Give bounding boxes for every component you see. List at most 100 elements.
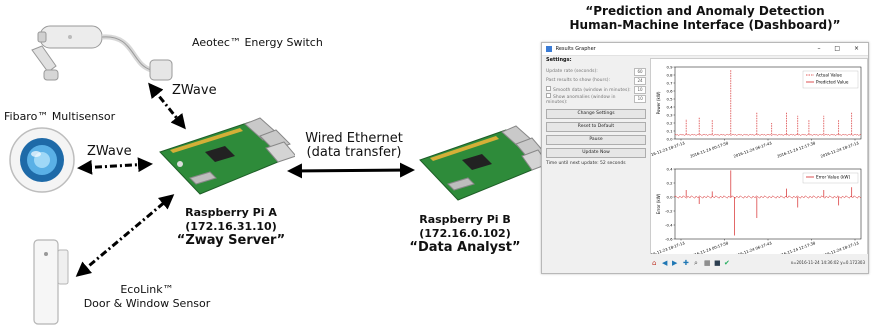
reset-default-button[interactable]: Reset to Default (546, 122, 646, 132)
data-transfer-label: (data transfer) (306, 145, 402, 160)
pi-b-ip: (172.16.0.102) (419, 227, 511, 240)
setting-label: Past results to show (hours): (546, 78, 611, 83)
settings-heading: Settings: (546, 57, 572, 63)
x-tick-label: 2016-11-23 18:17:13 (651, 240, 686, 255)
pi-b-name: Raspberry Pi B (419, 213, 511, 226)
dashboard-window: Results Grapher – □ × Settings: Update r… (541, 42, 869, 274)
y-tick-label: 0.3 (666, 112, 673, 117)
setting-row: Show anomalies (window in minutes): 10 (546, 92, 646, 105)
next-update-text: Time until next update: 52 seconds (546, 161, 626, 166)
y-tick-label: 0.2 (666, 180, 673, 185)
checkbox[interactable] (546, 92, 551, 98)
zwave-left-arrow (77, 157, 153, 175)
x-tick-label: 2016-11-24 18:17:13 (820, 140, 860, 159)
pi-b-role: “Data Analyst” (409, 240, 521, 255)
window-titlebar: Results Grapher – □ × (542, 43, 868, 56)
ethernet-arrow (287, 162, 415, 179)
back-icon[interactable]: ◀ (662, 259, 668, 267)
forward-icon[interactable]: ▶ (672, 259, 678, 267)
pi-a-name: Raspberry Pi A (185, 206, 277, 219)
energy-switch-label: Aeotec™ Energy Switch (192, 36, 323, 49)
legend-box (802, 172, 859, 184)
legend-box (802, 70, 859, 89)
zwave-top-arrow (148, 82, 186, 130)
pi-a-ip: (172.16.31.10) (185, 220, 277, 233)
y-tick-label: -0.6 (665, 236, 673, 241)
y-tick-label: -0.2 (665, 208, 673, 213)
energy-switch-image (31, 25, 173, 81)
door-sensor-label-1: EcoLink™ (120, 283, 174, 296)
y-tick-label: -0.4 (665, 222, 673, 227)
zwave-top-label: ZWave (172, 83, 217, 98)
app-icon (546, 45, 552, 52)
window-title: Results Grapher (555, 46, 596, 52)
y-axis-label: Power (kW) (656, 91, 661, 114)
x-tick-label: 2016-11-24 06:17:43 (733, 140, 773, 159)
change-settings-button[interactable]: Change Settings (546, 109, 646, 119)
legend-entry: Error Value (kW) (816, 175, 851, 180)
setting-value[interactable]: 10 (634, 94, 646, 103)
x-tick-label: 2016-11-24 00:17:58 (689, 240, 729, 255)
plot-toolbar: ⌂ ◀ ▶ ✚ ⌕ ▦ ■ ✔ x=2016-11-24 14:36:02 y=… (646, 254, 868, 272)
setting-row: Update rate (seconds): 60 (546, 67, 646, 76)
y-tick-label: 0.2 (666, 120, 673, 125)
pi-a-role: “Zway Server” (176, 233, 286, 248)
settings-panel: Settings: Update rate (seconds): 60 Past… (546, 58, 646, 166)
zoom-icon[interactable]: ⌕ (694, 259, 698, 267)
home-icon[interactable]: ⌂ (652, 259, 657, 267)
legend-entry: Predicted Value (816, 80, 849, 85)
dashboard-title-line2: Human-Machine Interface (Dashboard)” (569, 18, 841, 32)
multisensor-image (9, 127, 75, 193)
y-tick-label: 0.0 (666, 136, 673, 141)
dashboard-title-line1: “Prediction and Anomaly Detection (585, 4, 825, 18)
setting-value[interactable]: 60 (634, 67, 646, 76)
setting-row: Past results to show (hours): 24 (546, 76, 646, 85)
x-tick-label: 2016-11-23 18:17:13 (651, 140, 686, 159)
save-icon[interactable]: ■ (714, 259, 721, 267)
cursor-coordinates: x=2016-11-24 14:36:02 y=0.172303 (790, 260, 865, 265)
door-sensor-image (33, 239, 69, 325)
x-tick-label: 2016-11-24 00:17:58 (689, 140, 729, 159)
y-tick-label: 0.4 (666, 166, 673, 171)
ecolink-arrow (75, 194, 175, 277)
series-line (674, 195, 862, 199)
legend-entry: Actual Value (816, 73, 842, 78)
x-tick-label: 2016-11-24 06:17:43 (733, 240, 773, 255)
raspberry-pi-a-image (159, 117, 295, 195)
zwave-left-label: ZWave (87, 144, 132, 159)
setting-label: Update rate (seconds): (546, 69, 598, 74)
setting-value[interactable]: 10 (634, 85, 646, 94)
y-tick-label: 0.0 (666, 194, 673, 199)
setting-label: Smooth data (window in minutes): (553, 88, 631, 93)
window-controls[interactable]: – □ × (817, 45, 865, 52)
door-sensor-label-2: Door & Window Sensor (83, 297, 211, 310)
plot-frame (674, 66, 862, 140)
y-tick-label: 0.8 (666, 72, 673, 77)
setting-row: Smooth data (window in minutes): 10 (546, 85, 646, 94)
setting-label: Show anomalies (window in minutes): (546, 94, 616, 105)
setting-value[interactable]: 24 (634, 76, 646, 85)
y-tick-label: 0.5 (666, 96, 673, 101)
pan-icon[interactable]: ✚ (683, 259, 689, 267)
wired-ethernet-label: Wired Ethernet (305, 131, 403, 146)
pause-button[interactable]: Pause (546, 135, 646, 145)
check-icon[interactable]: ✔ (724, 259, 730, 267)
configure-icon[interactable]: ▦ (704, 259, 711, 267)
y-tick-label: 0.1 (666, 128, 673, 133)
x-tick-label: 2016-11-24 12:17:38 (776, 140, 816, 159)
multisensor-label: Fibaro™ Multisensor (4, 110, 116, 123)
y-tick-label: 0.9 (666, 64, 673, 69)
series-line (674, 133, 862, 136)
x-tick-label: 2016-11-24 18:17:13 (820, 240, 860, 255)
y-tick-label: 0.4 (666, 104, 673, 109)
raspberry-pi-b-image (419, 125, 549, 201)
y-tick-label: 0.7 (666, 80, 673, 85)
y-axis-label: Error (kW) (656, 193, 661, 214)
x-tick-label: 2016-11-24 12:17:38 (776, 240, 816, 255)
y-tick-label: 0.6 (666, 88, 673, 93)
update-now-button[interactable]: Update Now (546, 148, 646, 158)
checkbox[interactable] (546, 86, 551, 91)
